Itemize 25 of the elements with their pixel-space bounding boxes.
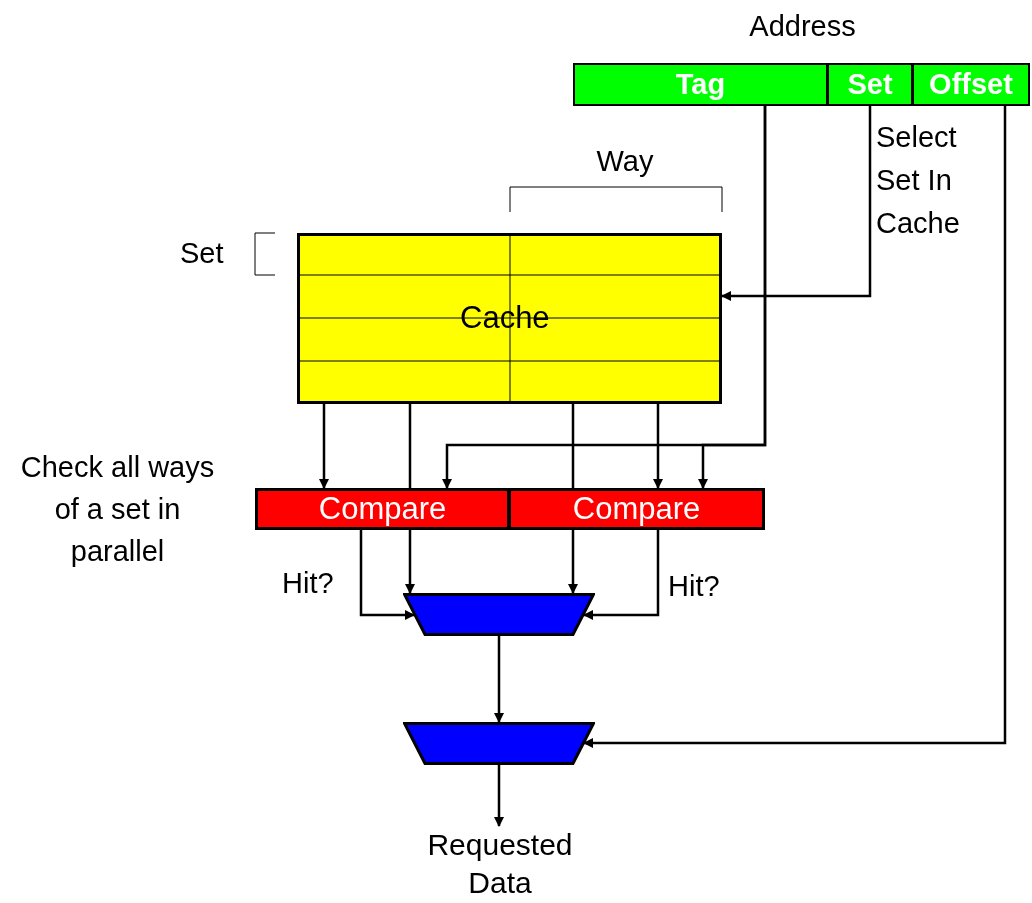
side-note: Check all ways of a set in parallel bbox=[19, 450, 216, 569]
address-field: Set bbox=[828, 63, 913, 106]
output-label: Requested Data bbox=[400, 826, 600, 902]
multiplexer-shape bbox=[403, 722, 595, 765]
multiplexer-shape bbox=[403, 593, 595, 636]
heading: Address bbox=[748, 10, 857, 43]
arrow bbox=[568, 530, 578, 594]
address-field: Offset bbox=[913, 63, 1030, 106]
arrow bbox=[698, 106, 767, 489]
arrow bbox=[494, 636, 504, 723]
arrow bbox=[319, 404, 329, 489]
cache-array bbox=[297, 233, 722, 404]
arrow bbox=[405, 530, 415, 594]
comparator-box: Compare bbox=[255, 488, 510, 530]
address-field: Tag bbox=[573, 63, 828, 106]
arrow bbox=[583, 530, 660, 620]
arrow bbox=[583, 106, 1007, 748]
set-label: Set bbox=[180, 236, 225, 271]
way-label: Way bbox=[595, 144, 655, 179]
arrow bbox=[494, 765, 504, 827]
arrow bbox=[721, 106, 872, 301]
arrow bbox=[653, 404, 663, 489]
comparator-box: Compare bbox=[510, 488, 765, 530]
block-label: Cache bbox=[460, 300, 550, 336]
arrow bbox=[359, 530, 415, 620]
